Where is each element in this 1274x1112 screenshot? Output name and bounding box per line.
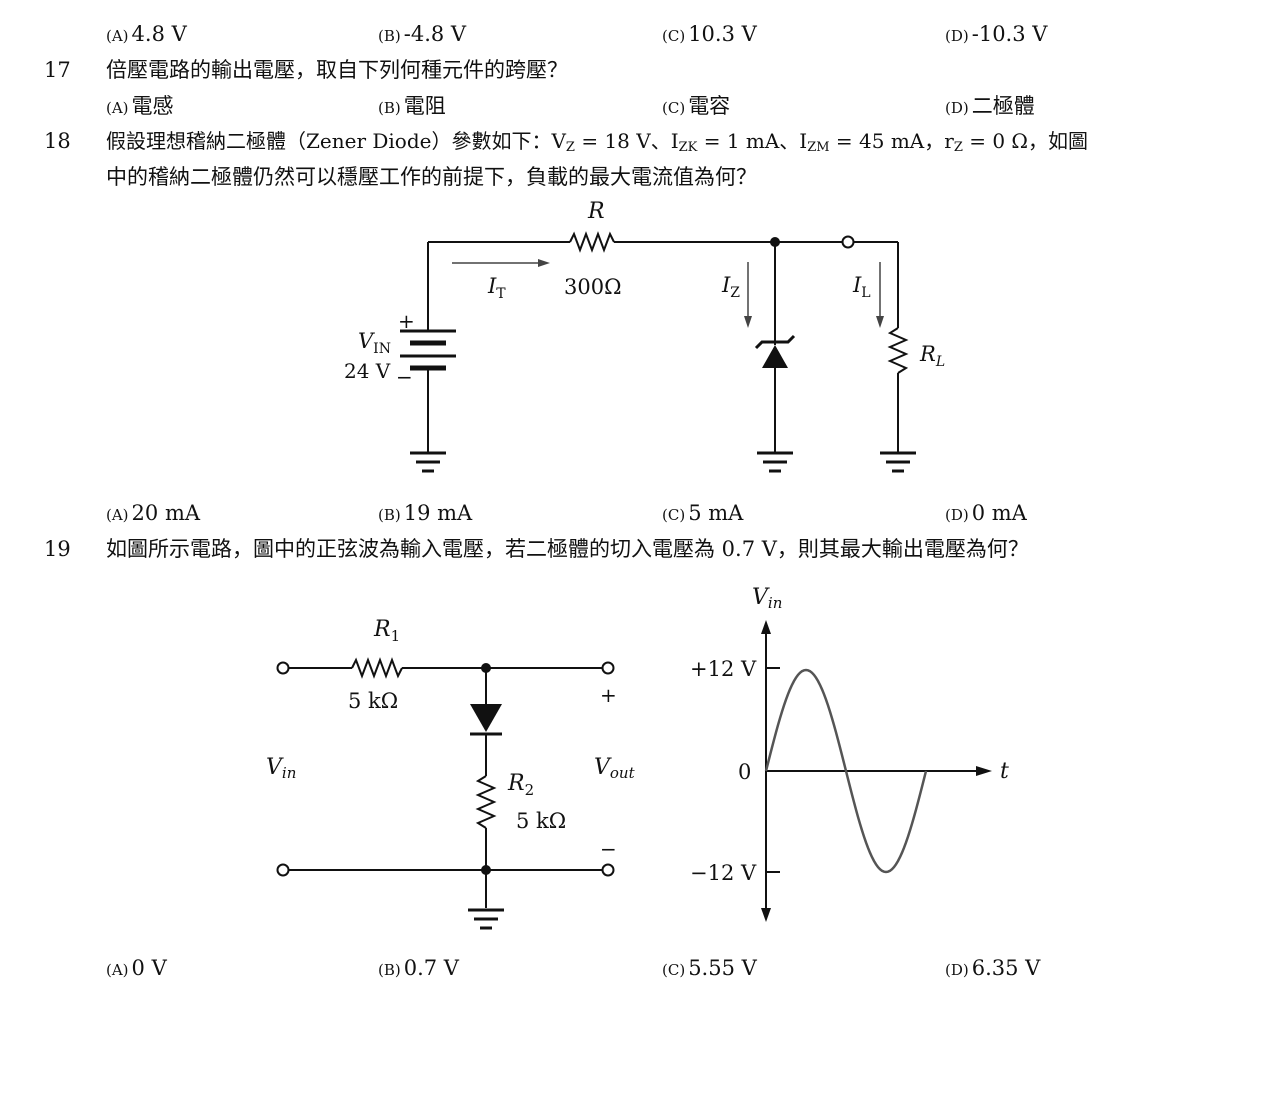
q18-text-line2: 中的稽納二極體仍然可以穩壓工作的前提下，負載的最大電流值為何？ [106,165,757,189]
waveform-y-label: Vin [752,585,782,612]
label-vin: VIN [358,329,391,357]
label-battery-plus: + [398,309,415,333]
q19-option-d: (D)6.35 V [945,956,1041,980]
q16-option-b: (B)-4.8 V [378,22,467,46]
q19-text: 如圖所示電路，圖中的正弦波為輸入電壓，若二極體的切入電壓為 0.7 V，則其最大… [106,537,1029,561]
node-top [481,663,491,673]
q17-text: 倍壓電路的輸出電壓，取自下列何種元件的跨壓？ [106,58,568,82]
input-terminal-top [276,661,290,675]
output-terminal-top [601,661,615,675]
label-r2-value: 5 kΩ [516,809,566,833]
label-output-plus: + [600,683,617,707]
ground-symbol-2 [757,451,793,473]
label-rl: RL [919,342,945,370]
q17-number: 17 [44,58,71,82]
y-axis-arrow-up [761,620,771,634]
resistor-r2-symbol [475,775,497,829]
resistor-r1-symbol [351,657,403,679]
resistor-rl-symbol [887,327,909,374]
q18-option-d: (D)0 mA [945,501,1027,525]
current-arrow-il [876,262,884,328]
label-vin-value: 24 V [344,359,391,383]
q19-option-b: (B)0.7 V [378,956,459,980]
q17-option-c: (C)電容 [662,94,731,118]
resistor-r-symbol [569,231,615,253]
label-output-minus: − [600,837,617,861]
q19-option-c: (C)5.55 V [662,956,757,980]
label-r1: R1 [373,617,400,645]
q18-option-a: (A)20 mA [106,501,201,525]
label-il: IL [852,273,871,301]
q16-option-d: (D)-10.3 V [945,22,1048,46]
label-battery-minus: − [396,365,413,389]
q18-option-b: (B)19 mA [378,501,473,525]
q16-option-c: (C)10.3 V [662,22,757,46]
zener-diode-symbol [754,334,796,368]
sine-wave-curve [764,668,928,874]
diode-symbol [470,704,502,736]
label-iz: IZ [721,273,740,301]
q17-option-b: (B)電阻 [378,94,446,118]
label-r1-value: 5 kΩ [348,689,398,713]
label-vin: Vin [266,755,296,782]
y-axis-arrow-down [761,908,771,922]
junction-node [770,237,780,247]
tick-label-zero: 0 [738,760,751,784]
label-it: IT [487,274,506,302]
q17-option-a: (A)電感 [106,94,174,118]
q18-number: 18 [44,129,71,153]
label-r2: R2 [507,771,534,799]
node-bottom [481,865,491,875]
waveform-x-label: t [1000,759,1009,784]
current-arrow-iz [744,262,752,328]
battery-symbol [400,329,456,371]
ground-symbol-4 [468,908,504,930]
q19-option-a: (A)0 V [106,956,167,980]
x-axis-arrow [976,766,992,776]
q16-option-a: (A)4.8 V [106,22,187,46]
output-terminal-bottom [601,863,615,877]
ground-symbol-1 [410,451,446,473]
ground-symbol-3 [880,451,916,473]
tick-label-bottom: −12 V [690,861,757,885]
input-terminal-bottom [276,863,290,877]
tick-label-top: +12 V [690,657,757,681]
q18-option-c: (C)5 mA [662,501,744,525]
label-vout: Vout [594,755,636,782]
label-r-value: 300Ω [564,275,622,299]
q18-text-line1: 假設理想稽納二極體（Zener Diode）參數如下：VZ = 18 V、IZK… [106,129,1088,155]
q17-option-d: (D)二極體 [945,94,1035,118]
output-terminal [841,235,855,249]
q19-number: 19 [44,537,71,561]
label-r: R [587,199,605,224]
current-arrow-it [452,259,550,267]
